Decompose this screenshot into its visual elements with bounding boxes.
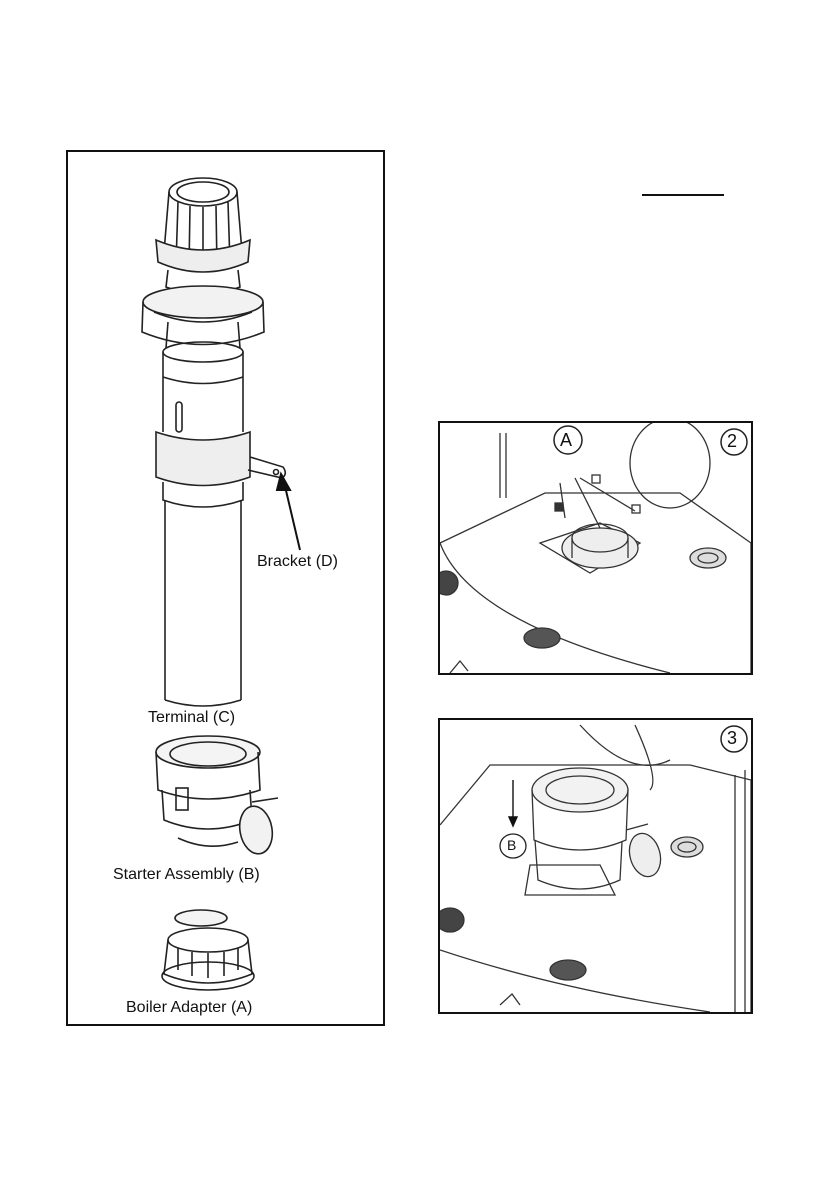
step3-panel: B 3 (438, 718, 753, 1014)
starter-assembly-label: Starter Assembly (B) (113, 866, 260, 884)
bracket-label: Bracket (D) (257, 553, 338, 571)
step2-panel: A 2 (438, 421, 753, 675)
step3-drawing (440, 720, 751, 1012)
step3-callout-letter: B (507, 837, 516, 853)
header-underline (642, 194, 724, 196)
terminal-label: Terminal (C) (148, 709, 235, 727)
step2-number: 2 (727, 431, 737, 452)
boiler-adapter-illustration (156, 904, 266, 996)
components-frame: Bracket (D) Terminal (C) Starter Assembl… (66, 150, 385, 1026)
boiler-adapter-label: Boiler Adapter (A) (126, 999, 252, 1017)
step2-drawing (440, 423, 751, 673)
step3-number: 3 (727, 728, 737, 749)
terminal-illustration (68, 152, 383, 732)
step2-callout-letter: A (560, 430, 572, 451)
starter-assembly-illustration (138, 730, 288, 865)
